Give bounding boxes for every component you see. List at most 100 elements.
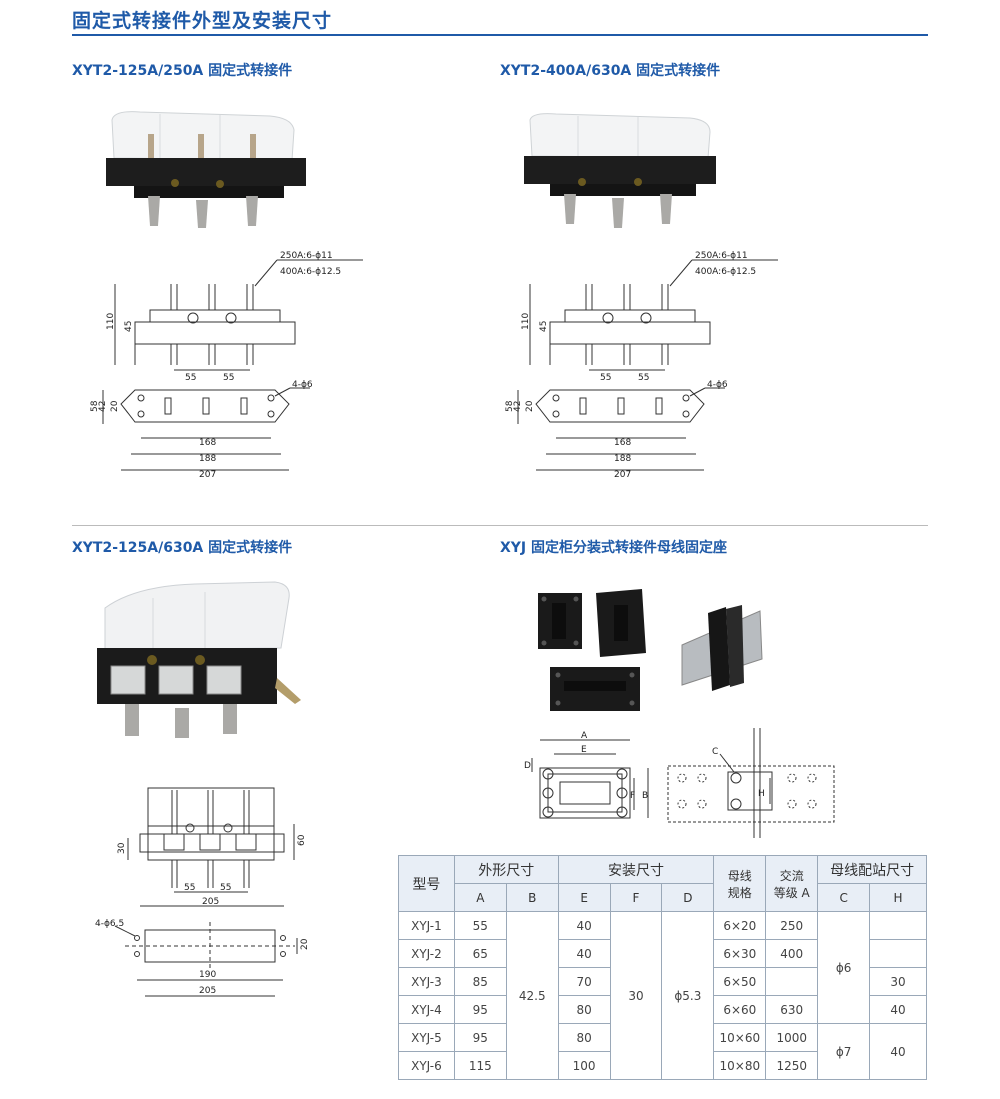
table-cell — [869, 939, 927, 968]
s2-dim-42: 42 — [513, 401, 523, 412]
s3-dim-55a: 55 — [184, 883, 195, 893]
table-cell: 630 — [765, 995, 819, 1024]
table-cell: 10×80 — [713, 1051, 767, 1080]
table-cell: 1250 — [765, 1051, 819, 1080]
s2-callout-2: 400A:6-ϕ12.5 — [695, 267, 756, 277]
s2-dim-58: 58 — [505, 400, 515, 412]
table-cell: 250 — [765, 911, 819, 940]
table-cell: XYJ-6 — [398, 1051, 455, 1080]
table-cell: 6×60 — [713, 995, 767, 1024]
th-B: B — [505, 883, 559, 912]
table-cell: XYJ-1 — [398, 911, 455, 940]
s4-label-C: C — [712, 747, 718, 757]
s4-product-photo — [538, 589, 763, 711]
s2-product-photo — [524, 113, 716, 228]
table-cell: XYJ-2 — [398, 939, 455, 968]
title-divider — [72, 34, 928, 36]
th-ac: 交流等级 A — [765, 855, 819, 912]
s3-dim-30: 30 — [117, 842, 127, 854]
s3-dim-55b: 55 — [220, 883, 231, 893]
s1-top-drawing: 4-ϕ6 58 42 20 168 188 207 — [90, 380, 313, 480]
s2-side-drawing: 250A:6-ϕ11 400A:6-ϕ12.5 110 45 55 55 — [521, 251, 778, 383]
s1-callout-2: 400A:6-ϕ12.5 — [280, 267, 341, 277]
s4-label-E: E — [581, 745, 587, 755]
section2-title: XYT2-400A/630A 固定式转接件 — [500, 63, 721, 79]
s2-dim-207: 207 — [614, 470, 631, 480]
s3-dim-205b: 205 — [199, 986, 216, 996]
table-cell: 10×60 — [713, 1023, 767, 1052]
table-cell: 400 — [765, 939, 819, 968]
th-D: D — [661, 883, 715, 912]
s1-dim-20: 20 — [110, 400, 120, 412]
s2-dim-168: 168 — [614, 438, 631, 448]
s2-dim-55b: 55 — [638, 373, 649, 383]
td-F-merged: 30 — [609, 911, 663, 1080]
table-cell: XYJ-4 — [398, 995, 455, 1024]
table-cell: 80 — [557, 995, 611, 1024]
s2-dim-45: 45 — [539, 321, 549, 332]
page-title: 固定式转接件外型及安装尺寸 — [72, 10, 333, 32]
s3-top-drawing: 4-ϕ6.5 20 190 205 — [95, 919, 310, 997]
s1-callout-1: 250A:6-ϕ11 — [280, 251, 333, 261]
table-cell: XYJ-5 — [398, 1023, 455, 1052]
s1-dim-168: 168 — [199, 438, 216, 448]
table-cell: 1000 — [765, 1023, 819, 1052]
th-C: C — [817, 883, 871, 912]
s1-dim-58: 58 — [90, 400, 100, 412]
section4-title: XYJ 固定柜分装式转接件母线固定座 — [500, 540, 728, 556]
table-cell: 6×30 — [713, 939, 767, 968]
s4-label-A: A — [581, 731, 588, 741]
th-bus: 母线规格 — [713, 855, 767, 912]
s1-dim-45: 45 — [124, 321, 134, 332]
s4-drawing: A E D F B C H — [524, 728, 835, 838]
th-install: 安装尺寸 — [557, 855, 715, 884]
s1-dim-55b: 55 — [223, 373, 234, 383]
table-cell: 6×50 — [713, 967, 767, 996]
s2-dim-188: 188 — [614, 454, 631, 464]
s3-holes: 4-ϕ6.5 — [95, 919, 124, 929]
td-D-merged: ϕ5.3 — [661, 911, 715, 1080]
s1-dim-110: 110 — [106, 313, 116, 330]
th-H: H — [869, 883, 927, 912]
s3-dim-20: 20 — [300, 938, 310, 950]
s1-side-drawing: 250A:6-ϕ11 400A:6-ϕ12.5 110 45 55 55 — [106, 251, 363, 383]
table-cell: 85 — [453, 967, 507, 996]
table-cell: 95 — [453, 995, 507, 1024]
table-cell: 95 — [453, 1023, 507, 1052]
table-cell: 100 — [557, 1051, 611, 1080]
table-cell — [765, 967, 819, 996]
table-cell: 40 — [557, 939, 611, 968]
s3-dim-60: 60 — [297, 834, 307, 846]
table-cell: 40 — [869, 995, 927, 1024]
s3-product-photo — [97, 581, 301, 738]
section1-title: XYT2-125A/250A 固定式转接件 — [72, 63, 293, 79]
s2-dim-55a: 55 — [600, 373, 611, 383]
table-cell: 40 — [557, 911, 611, 940]
table-cell: 70 — [557, 967, 611, 996]
table-cell: 115 — [453, 1051, 507, 1080]
section-divider — [72, 525, 928, 526]
th-F: F — [609, 883, 663, 912]
s2-dim-110: 110 — [521, 313, 531, 330]
s2-callout-1: 250A:6-ϕ11 — [695, 251, 748, 261]
s1-dim-55a: 55 — [185, 373, 196, 383]
s3-dim-205a: 205 — [202, 897, 219, 907]
td-B-merged: 42.5 — [505, 911, 559, 1080]
s4-label-B: B — [642, 791, 648, 801]
s2-dim-20: 20 — [525, 400, 535, 412]
td-C-merged-1: ϕ6 — [817, 911, 871, 1024]
s4-label-D: D — [524, 761, 531, 771]
s1-dim-207: 207 — [199, 470, 216, 480]
table-cell: 30 — [869, 967, 927, 996]
s2-top-drawing: 4-ϕ6 58 42 20 168 188 207 — [505, 380, 728, 480]
table-cell: 80 — [557, 1023, 611, 1052]
th-A: A — [453, 883, 507, 912]
section3-title: XYT2-125A/630A 固定式转接件 — [72, 540, 293, 556]
s1-product-photo — [106, 111, 306, 228]
th-outer: 外形尺寸 — [453, 855, 559, 884]
th-E: E — [557, 883, 611, 912]
